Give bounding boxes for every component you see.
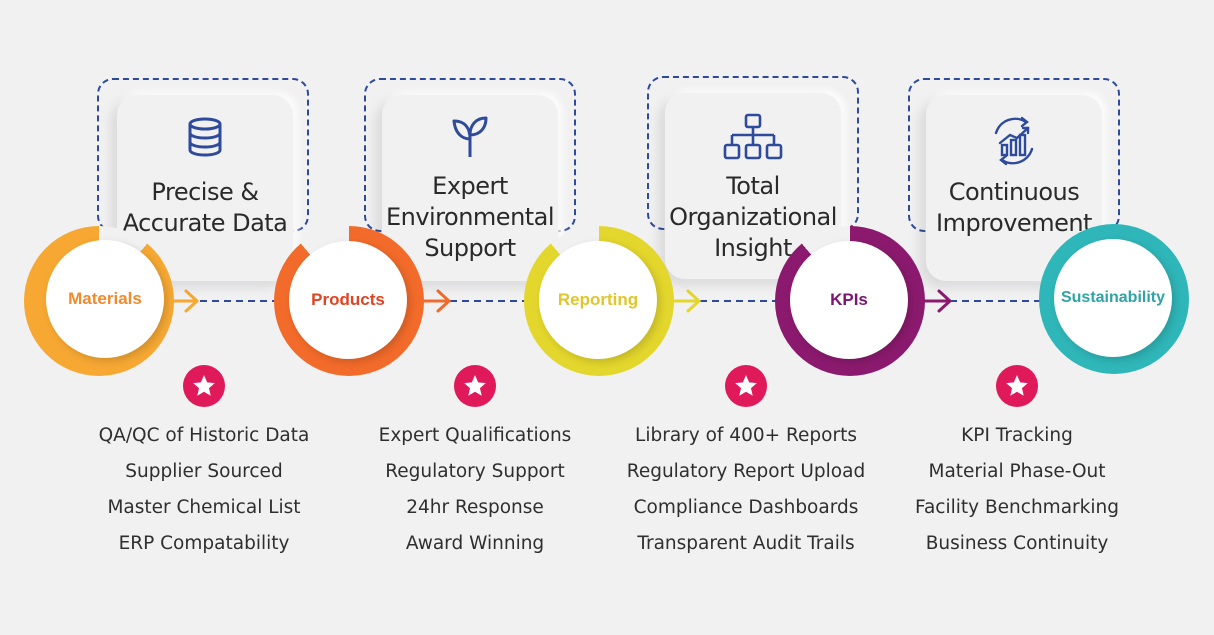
stage-label: Reporting: [557, 290, 639, 309]
star-icon: [183, 365, 225, 407]
stage-label: Materials: [68, 289, 142, 308]
growth-cycle-icon: [994, 116, 1034, 166]
feature-item: ERP Compatability: [118, 533, 290, 554]
pillar-title: Expert Environmental Support: [385, 172, 555, 262]
feature-item: QA/QC of Historic Data: [98, 425, 310, 446]
star-icon: [725, 365, 767, 407]
feature-item: Supplier Sourced: [125, 461, 283, 482]
stage-ring: Materials: [24, 226, 174, 376]
pillar-card: Continuous Improvement: [926, 95, 1102, 281]
stage-ring: KPIs: [775, 226, 925, 376]
feature-item: Library of 400+ Reports: [635, 425, 857, 446]
stage-ring: Reporting: [524, 226, 674, 376]
feature-list: Expert Qualifications Regulatory Support…: [345, 418, 605, 562]
star-icon: [454, 365, 496, 407]
feature-item: Expert Qualifications: [378, 425, 572, 446]
feature-item: Regulatory Support: [385, 461, 565, 482]
stage-label: KPIs: [830, 290, 868, 309]
pillar-title: Total Organizational Insight: [669, 172, 837, 262]
pillar-card: Expert Environmental Support: [382, 95, 558, 281]
feature-item: Material Phase-Out: [928, 461, 1106, 482]
star-icon: [996, 365, 1038, 407]
feature-item: 24hr Response: [406, 497, 544, 518]
database-icon: [188, 117, 222, 157]
pillar-title: Continuous Improvement: [936, 178, 1092, 237]
feature-item: Facility Benchmarking: [915, 497, 1119, 518]
stage-label: Products: [311, 290, 385, 309]
stage-label: Sustainability: [1060, 289, 1166, 306]
feature-item: Transparent Audit Trails: [637, 533, 855, 554]
feature-list: QA/QC of Historic Data Supplier Sourced …: [74, 418, 334, 562]
pillar-card: Precise & Accurate Data: [117, 95, 293, 281]
pillar-title: Precise & Accurate Data: [122, 178, 288, 237]
stage-ring: Sustainability: [1039, 224, 1189, 374]
feature-item: Master Chemical List: [107, 497, 301, 518]
feature-item: Regulatory Report Upload: [626, 461, 866, 482]
org-chart-icon: [723, 113, 783, 160]
feature-item: Award Winning: [405, 533, 545, 554]
feature-item: Business Continuity: [925, 533, 1109, 554]
feature-item: KPI Tracking: [961, 425, 1073, 446]
feature-list: Library of 400+ Reports Regulatory Repor…: [616, 418, 876, 562]
stage-ring: Products: [274, 226, 424, 376]
feature-list: KPI Tracking Material Phase-Out Facility…: [887, 418, 1147, 562]
sprout-icon: [452, 116, 488, 157]
feature-item: Compliance Dashboards: [633, 497, 859, 518]
